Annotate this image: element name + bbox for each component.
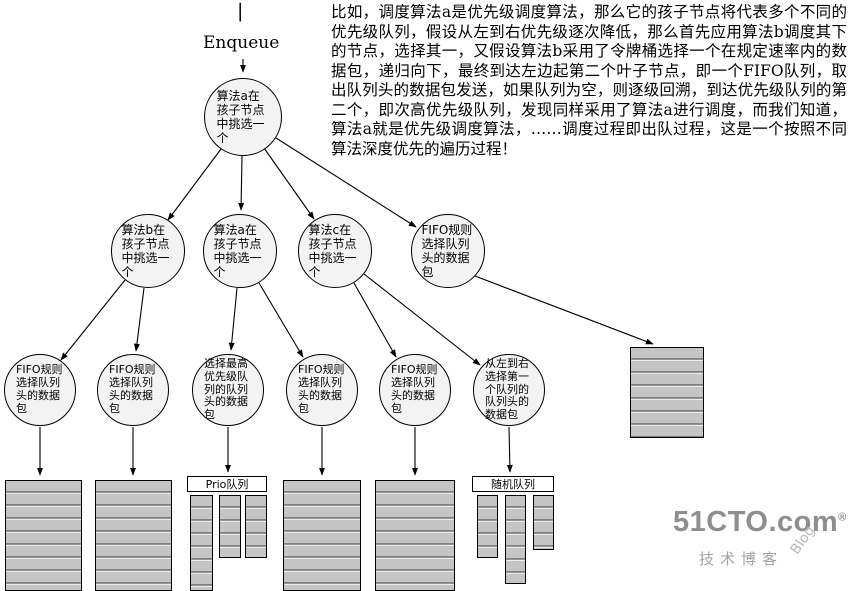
51cto-tagline: 技术博客: [699, 550, 784, 568]
node-fifo-leaf-2-label: FIFO规则选择队列头的数据包: [109, 363, 156, 415]
node-fifo-leaf-3-label: FIFO规则选择队列头的数据包: [298, 363, 345, 415]
random-queue-column-2: [505, 495, 526, 584]
registered-mark: ®: [838, 511, 847, 524]
node-algorithm-b: 算法b在孩子节点中挑选一个: [111, 214, 185, 288]
node-left-to-right-rule: 从左到右选择第一个队列的队列头的数据包: [473, 354, 545, 426]
node-fifo-rule-l2-label: FIFO规则选择队列头的数据包: [421, 222, 473, 280]
node-fifo-leaf-1-label: FIFO规则选择队列头的数据包: [16, 363, 63, 415]
prio-queue-column-2: [219, 495, 241, 558]
node-algorithm-b-label: 算法b在孩子节点中挑选一个: [121, 222, 170, 280]
queue-stack-2: [95, 480, 172, 591]
node-left-to-right-rule-label: 从左到右选择第一个队列的队列头的数据包: [485, 356, 529, 422]
node-root-algorithm-a: 算法a在孩子节点中挑选一个: [204, 78, 282, 156]
node-fifo-leaf-4-label: FIFO规则选择队列头的数据包: [391, 363, 438, 415]
prio-queue-column-1: [190, 495, 213, 591]
explanation-paragraph: 比如，调度算法a是优先级调度算法，那么它的孩子节点将代表多个不同的优先级队列，假…: [331, 3, 847, 158]
node-fifo-leaf-2: FIFO规则选择队列头的数据包: [97, 354, 169, 426]
node-algorithm-a: 算法a在孩子节点中挑选一个: [203, 214, 277, 288]
random-queue-label: 随机队列: [472, 476, 554, 492]
random-queue-column-3: [533, 495, 554, 550]
node-fifo-leaf-4: FIFO规则选择队列头的数据包: [379, 354, 451, 426]
queue-stack-right: [630, 347, 704, 438]
51cto-logo: 51CTO.com®: [673, 506, 847, 539]
queue-stack-3: [283, 480, 361, 591]
prio-queue-label-text: Prio队列: [205, 478, 249, 491]
node-fifo-rule-l2: FIFO规则选择队列头的数据包: [411, 214, 485, 288]
51cto-logo-text: 51CTO.com: [673, 506, 839, 538]
node-highest-priority-rule-label: 选择最高优先级队列的队列头的数据包: [204, 356, 248, 422]
enqueue-label: Enqueue: [203, 33, 280, 53]
node-highest-priority-rule: 选择最高优先级队列的队列头的数据包: [192, 354, 264, 426]
node-algorithm-c-label: 算法c在孩子节点中挑选一个: [308, 222, 357, 280]
prio-queue-label: Prio队列: [187, 476, 267, 492]
node-algorithm-c: 算法c在孩子节点中挑选一个: [298, 214, 372, 288]
random-queue-column-1: [477, 495, 498, 558]
prio-queue-column-3: [245, 495, 267, 558]
node-fifo-leaf-1: FIFO规则选择队列头的数据包: [4, 354, 76, 426]
queue-stack-4: [375, 480, 455, 591]
random-queue-label-text: 随机队列: [491, 478, 535, 491]
node-algorithm-a-label: 算法a在孩子节点中挑选一个: [213, 222, 262, 280]
enqueue-entry-tick: |: [237, 0, 244, 22]
queue-stack-1: [5, 480, 82, 591]
node-root-label: 算法a在孩子节点中挑选一个: [216, 88, 265, 146]
node-fifo-leaf-3: FIFO规则选择队列头的数据包: [286, 354, 358, 426]
